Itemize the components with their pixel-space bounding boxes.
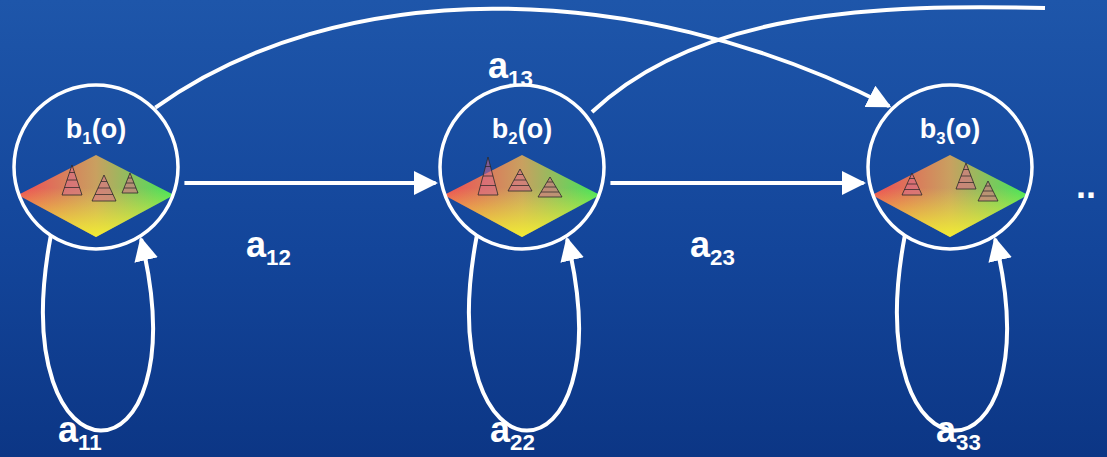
contour-line [124,188,136,189]
contour-line [514,180,526,181]
contour-line [959,182,974,183]
contour-line [961,176,971,177]
contour-line [981,196,996,197]
transition-arrow [610,181,863,185]
transition-arrow [155,9,889,108]
state-node: b3(o) [866,83,1034,251]
density-peak [538,177,562,197]
density-surface [18,155,174,237]
contour-line [483,176,493,177]
self-transition [43,235,153,430]
contour-line [986,186,991,187]
subscript: 33 [956,430,981,455]
transition-arrow [184,181,435,185]
contour-line [67,180,77,181]
density-peak [508,169,532,191]
state-outline [440,85,604,249]
state-circle [866,83,1034,251]
density-surface [872,155,1028,237]
contour-line [98,188,110,189]
contour-line [964,169,969,170]
density-peak [62,165,82,195]
density-shade [872,155,1028,237]
state-node: b2(o) [438,83,606,251]
emission-label: b3(o) [866,113,1034,145]
subscript: 12 [266,245,291,270]
contour-line [905,189,920,190]
subscript: 3 [936,129,945,148]
density-shade [444,155,600,237]
density-shade [18,155,174,237]
density-peak [92,175,116,201]
density-peak [978,181,998,201]
continuation-mark: .. [1076,166,1096,206]
contour-line [126,183,134,184]
emission-label: b1(o) [12,113,180,145]
contour-line [544,187,556,188]
self-transition [469,235,579,430]
contour-line [486,166,491,167]
state-outline [868,85,1032,249]
contour-line [517,174,523,175]
outgoing-arc [592,7,1045,112]
subscript: 23 [710,245,735,270]
contour-line [65,187,80,188]
transition-probability: a11 [58,410,102,450]
contour-line [128,178,132,179]
subscript: 11 [78,430,102,455]
contour-line [907,184,917,185]
subscript: 1 [82,129,91,148]
contour-line [95,194,113,195]
subscript: 2 [508,129,517,148]
self-transition [897,235,1007,430]
transition-probability: a33 [936,410,981,450]
density-surface [444,155,600,237]
contour-line [541,192,559,193]
contour-line [481,185,496,186]
contour-line [547,182,553,183]
state-circle [438,83,606,251]
contour-line [101,181,107,182]
emission-label: b2(o) [438,113,606,145]
density-peak [902,173,922,195]
density-peak [122,173,138,193]
state-node: b1(o) [12,83,180,251]
state-outline [14,85,178,249]
subscript: 22 [510,430,535,455]
transition-probability: a22 [490,410,535,450]
transition-probability: a12 [246,225,291,265]
density-peak [956,163,976,189]
contour-line [70,172,75,173]
transition-probability: a23 [690,225,735,265]
density-peak [478,157,498,195]
contour-line [511,185,529,186]
state-circle [12,83,180,251]
contour-line [910,178,915,179]
contour-line [983,191,993,192]
transition-probability: a13 [488,46,533,86]
subscript: 13 [508,66,533,91]
